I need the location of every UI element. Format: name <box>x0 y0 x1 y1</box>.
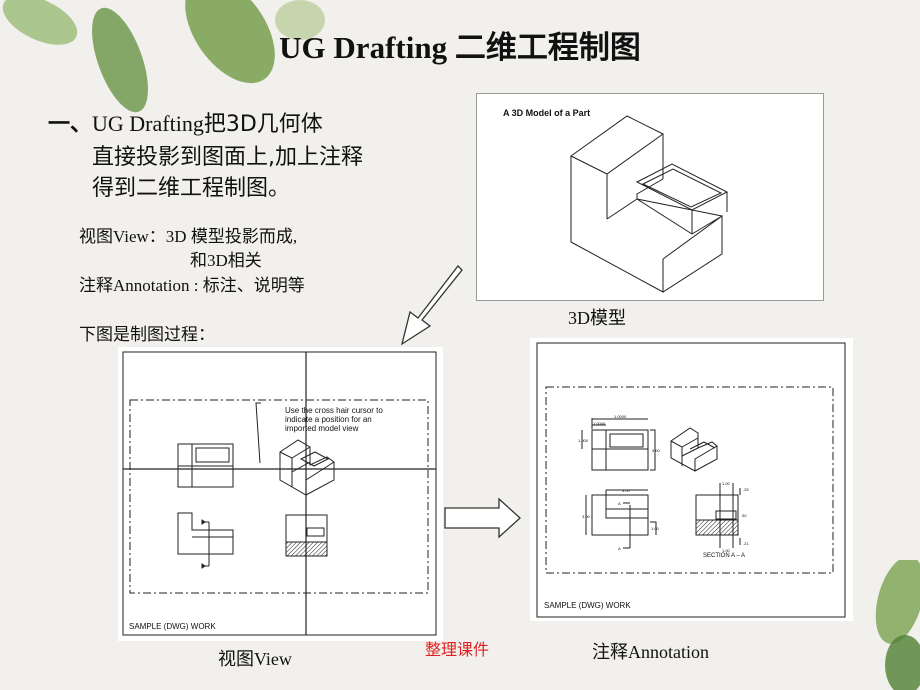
slide-title: UG Drafting 二维工程制图 <box>279 30 641 65</box>
intro-line-2: 直接投影到图面上,加上注释 <box>92 145 363 170</box>
dim-label: 3.00 <box>622 488 630 493</box>
note-view: 视图View：3D 模型投影而成, <box>79 227 298 246</box>
note-annotation: 注释Annotation : 标注、说明等 <box>79 276 305 295</box>
hint-line: indicate a position for an <box>285 415 372 424</box>
dim-label: .50 <box>741 513 747 518</box>
leaf-decoration-top-left <box>2 0 325 113</box>
cursor-hint: Use the cross hair cursor to indicate a … <box>285 406 383 433</box>
note-view-cont: 和3D相关 <box>190 251 262 270</box>
view-drawing <box>122 351 437 636</box>
bullet: 一、 <box>48 112 93 137</box>
section-label: SECTION A – A <box>703 553 746 559</box>
hint-line: imported model view <box>285 424 359 433</box>
annotation-panel: 1.0000 1.0000 1.000 3.00 3.00 3.00 1.00 … <box>530 338 853 621</box>
arrow-right-icon <box>444 497 521 539</box>
dim-label: 3.00 <box>652 448 660 453</box>
annotation-caption: 注释Annotation <box>592 642 709 662</box>
model-3d-drawing <box>570 115 729 293</box>
intro-cn: 把3D几何体 <box>203 112 323 137</box>
dim-label: 1.00 <box>722 481 730 486</box>
dim-label: 1.0000 <box>614 414 627 419</box>
dim-label: 3.00 <box>582 514 590 519</box>
model-panel: A 3D Model of a Part <box>476 93 824 301</box>
dim-label: 1.000 <box>578 438 589 443</box>
dim-label: 1.00 <box>651 526 659 531</box>
view-caption: 视图View <box>218 649 292 669</box>
leaf-decoration-right <box>875 560 920 690</box>
dim-label: 1.0000 <box>593 421 606 426</box>
annotation-drawing <box>536 342 846 618</box>
section-mark: A <box>618 546 621 551</box>
hint-line: Use the cross hair cursor to <box>285 406 383 415</box>
view-title-block: SAMPLE (DWG) WORK <box>129 622 216 631</box>
model-caption: 3D模型 <box>568 308 626 328</box>
section-mark: A <box>618 501 621 506</box>
dim-label: .21 <box>743 541 749 546</box>
arrow-down-left-icon <box>400 265 463 346</box>
model-label: A 3D Model of a Part <box>503 108 591 118</box>
intro-latin: UG Drafting <box>92 111 204 136</box>
view-panel: Use the cross hair cursor to indicate a … <box>118 347 443 641</box>
annotation-title-block: SAMPLE (DWG) WORK <box>544 601 631 610</box>
intro-line-1: 一、UG Drafting把3D几何体 <box>48 106 323 138</box>
dim-label: .25 <box>743 487 749 492</box>
watermark: 整理课件 <box>425 642 490 659</box>
intro-line-3: 得到二维工程制图。 <box>92 176 291 201</box>
note-process: 下图是制图过程： <box>79 325 215 344</box>
dim-label: 1.00 <box>722 548 730 553</box>
